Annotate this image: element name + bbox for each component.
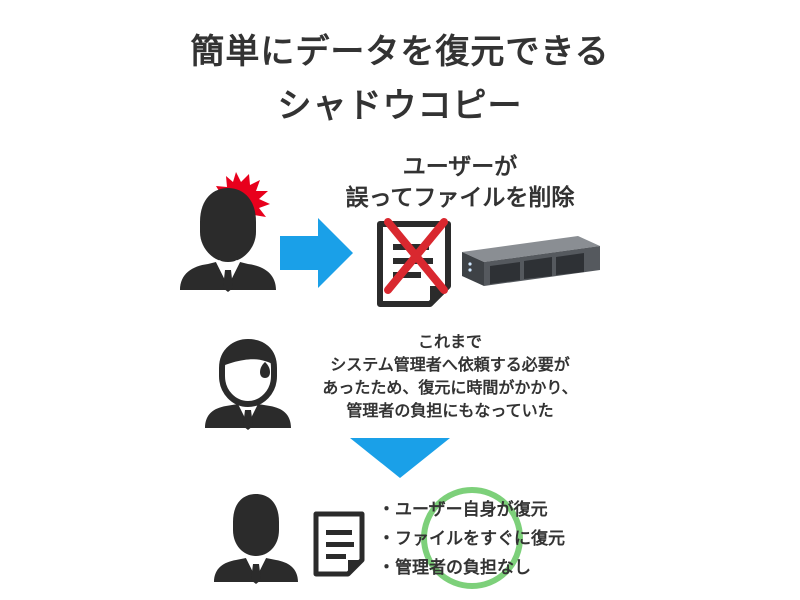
delete-caption-line: 誤ってファイルを削除 <box>345 185 575 211</box>
highlight-circle-icon <box>421 487 523 589</box>
user-upset-icon <box>180 172 276 292</box>
delete-caption-line: ユーザーが <box>402 154 518 180</box>
before-caption-line: システム管理者へ依頼する必要が <box>330 355 570 374</box>
benefit-item: ・管理者の負担なし <box>378 558 531 578</box>
before-caption: これまで システム管理者へ依頼する必要が あったため、復元に時間がかかり、 管理… <box>290 330 610 422</box>
benefit-item: ・ファイルをすぐに復元 <box>378 529 565 549</box>
delete-caption: ユーザーが 誤ってファイルを削除 <box>300 152 620 214</box>
title-line-1: 簡単にデータを復元できる <box>190 32 610 72</box>
benefit-item: ・ユーザー自身が復元 <box>378 500 548 520</box>
admin-worried-icon <box>205 338 291 430</box>
user-calm-icon <box>214 494 298 584</box>
restored-file-icon <box>313 511 365 577</box>
title-line-2: シャドウコピー <box>277 86 523 126</box>
before-caption-line: 管理者の負担にもなっていた <box>346 401 554 420</box>
before-caption-line: あったため、復元に時間がかかり、 <box>322 378 578 397</box>
deleted-file-icon <box>377 218 451 307</box>
before-caption-line: これまで <box>417 332 482 351</box>
arrow-right-icon <box>280 218 353 288</box>
nas-server-icon <box>462 236 600 286</box>
benefit-list: ・ユーザー自身が復元 ・ファイルをすぐに復元 ・管理者の負担なし <box>378 496 565 583</box>
delete-cross-icon <box>384 218 448 294</box>
arrow-down-icon <box>350 438 450 478</box>
